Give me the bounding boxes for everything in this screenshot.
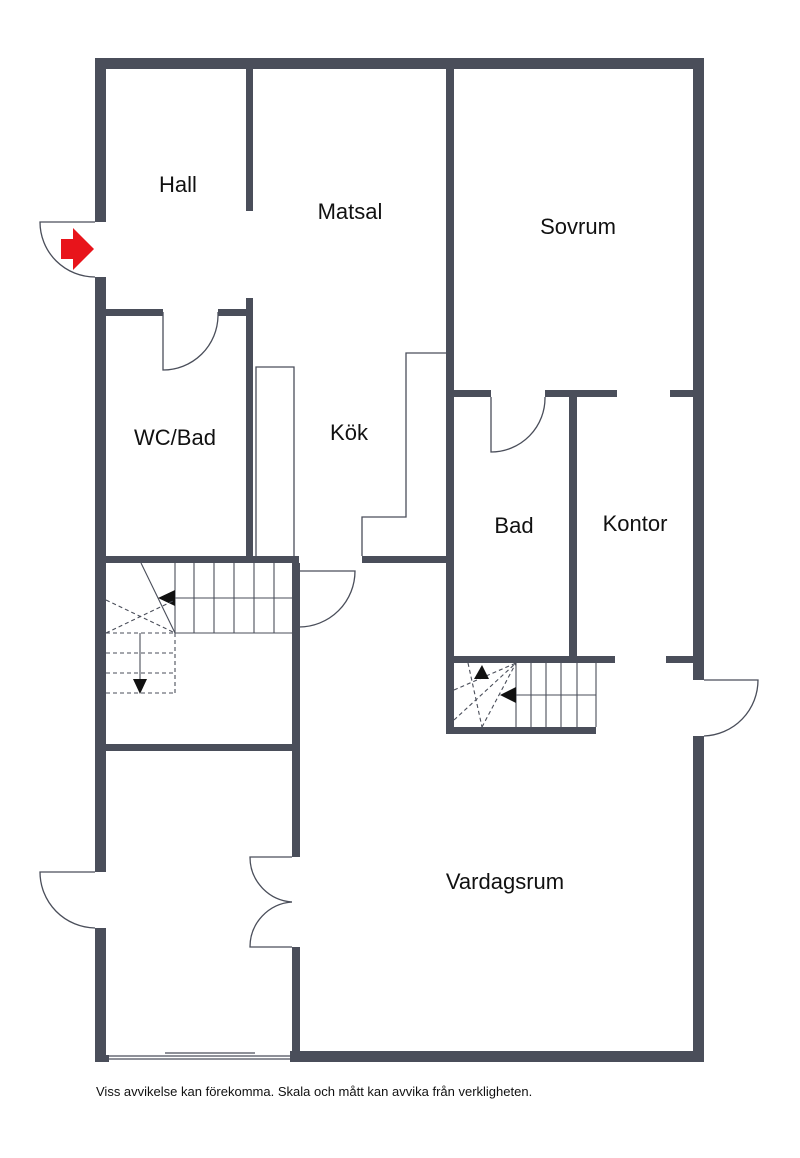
stair-arrow-up-icon [500,687,516,703]
garage-sliding-door [109,1052,290,1060]
staircase-right [453,662,597,728]
room-label-kok: Kök [330,420,369,445]
garage-side-door [39,871,96,929]
outer-walls [95,58,704,1062]
room-label-kontor: Kontor [603,511,668,536]
room-label-hall: Hall [159,172,197,197]
room-label-sovrum: Sovrum [540,214,616,239]
room-label-wc-bad: WC/Bad [134,425,216,450]
entrance-arrow-icon [61,228,94,270]
double-door-left [249,856,293,903]
vardagsrum-door [703,679,759,737]
double-door-right [249,901,293,948]
staircase-left [105,562,292,694]
kitchen-counters [255,352,446,557]
wc-door [162,312,219,371]
room-labels: Hall Matsal Sovrum WC/Bad Kök Bad Kontor… [134,172,667,894]
stair-arrow-icon [474,665,489,679]
kitchen-door [298,570,356,628]
bad-door [490,396,546,453]
room-label-bad: Bad [494,513,533,538]
room-label-matsal: Matsal [318,199,383,224]
stair-arrow-down-icon [133,679,147,694]
room-label-vardagsrum: Vardagsrum [446,869,564,894]
disclaimer-text: Viss avvikelse kan förekomma. Skala och … [96,1084,533,1099]
interior-walls [106,69,693,1062]
doors [39,221,759,1060]
entrance-door [39,221,96,278]
